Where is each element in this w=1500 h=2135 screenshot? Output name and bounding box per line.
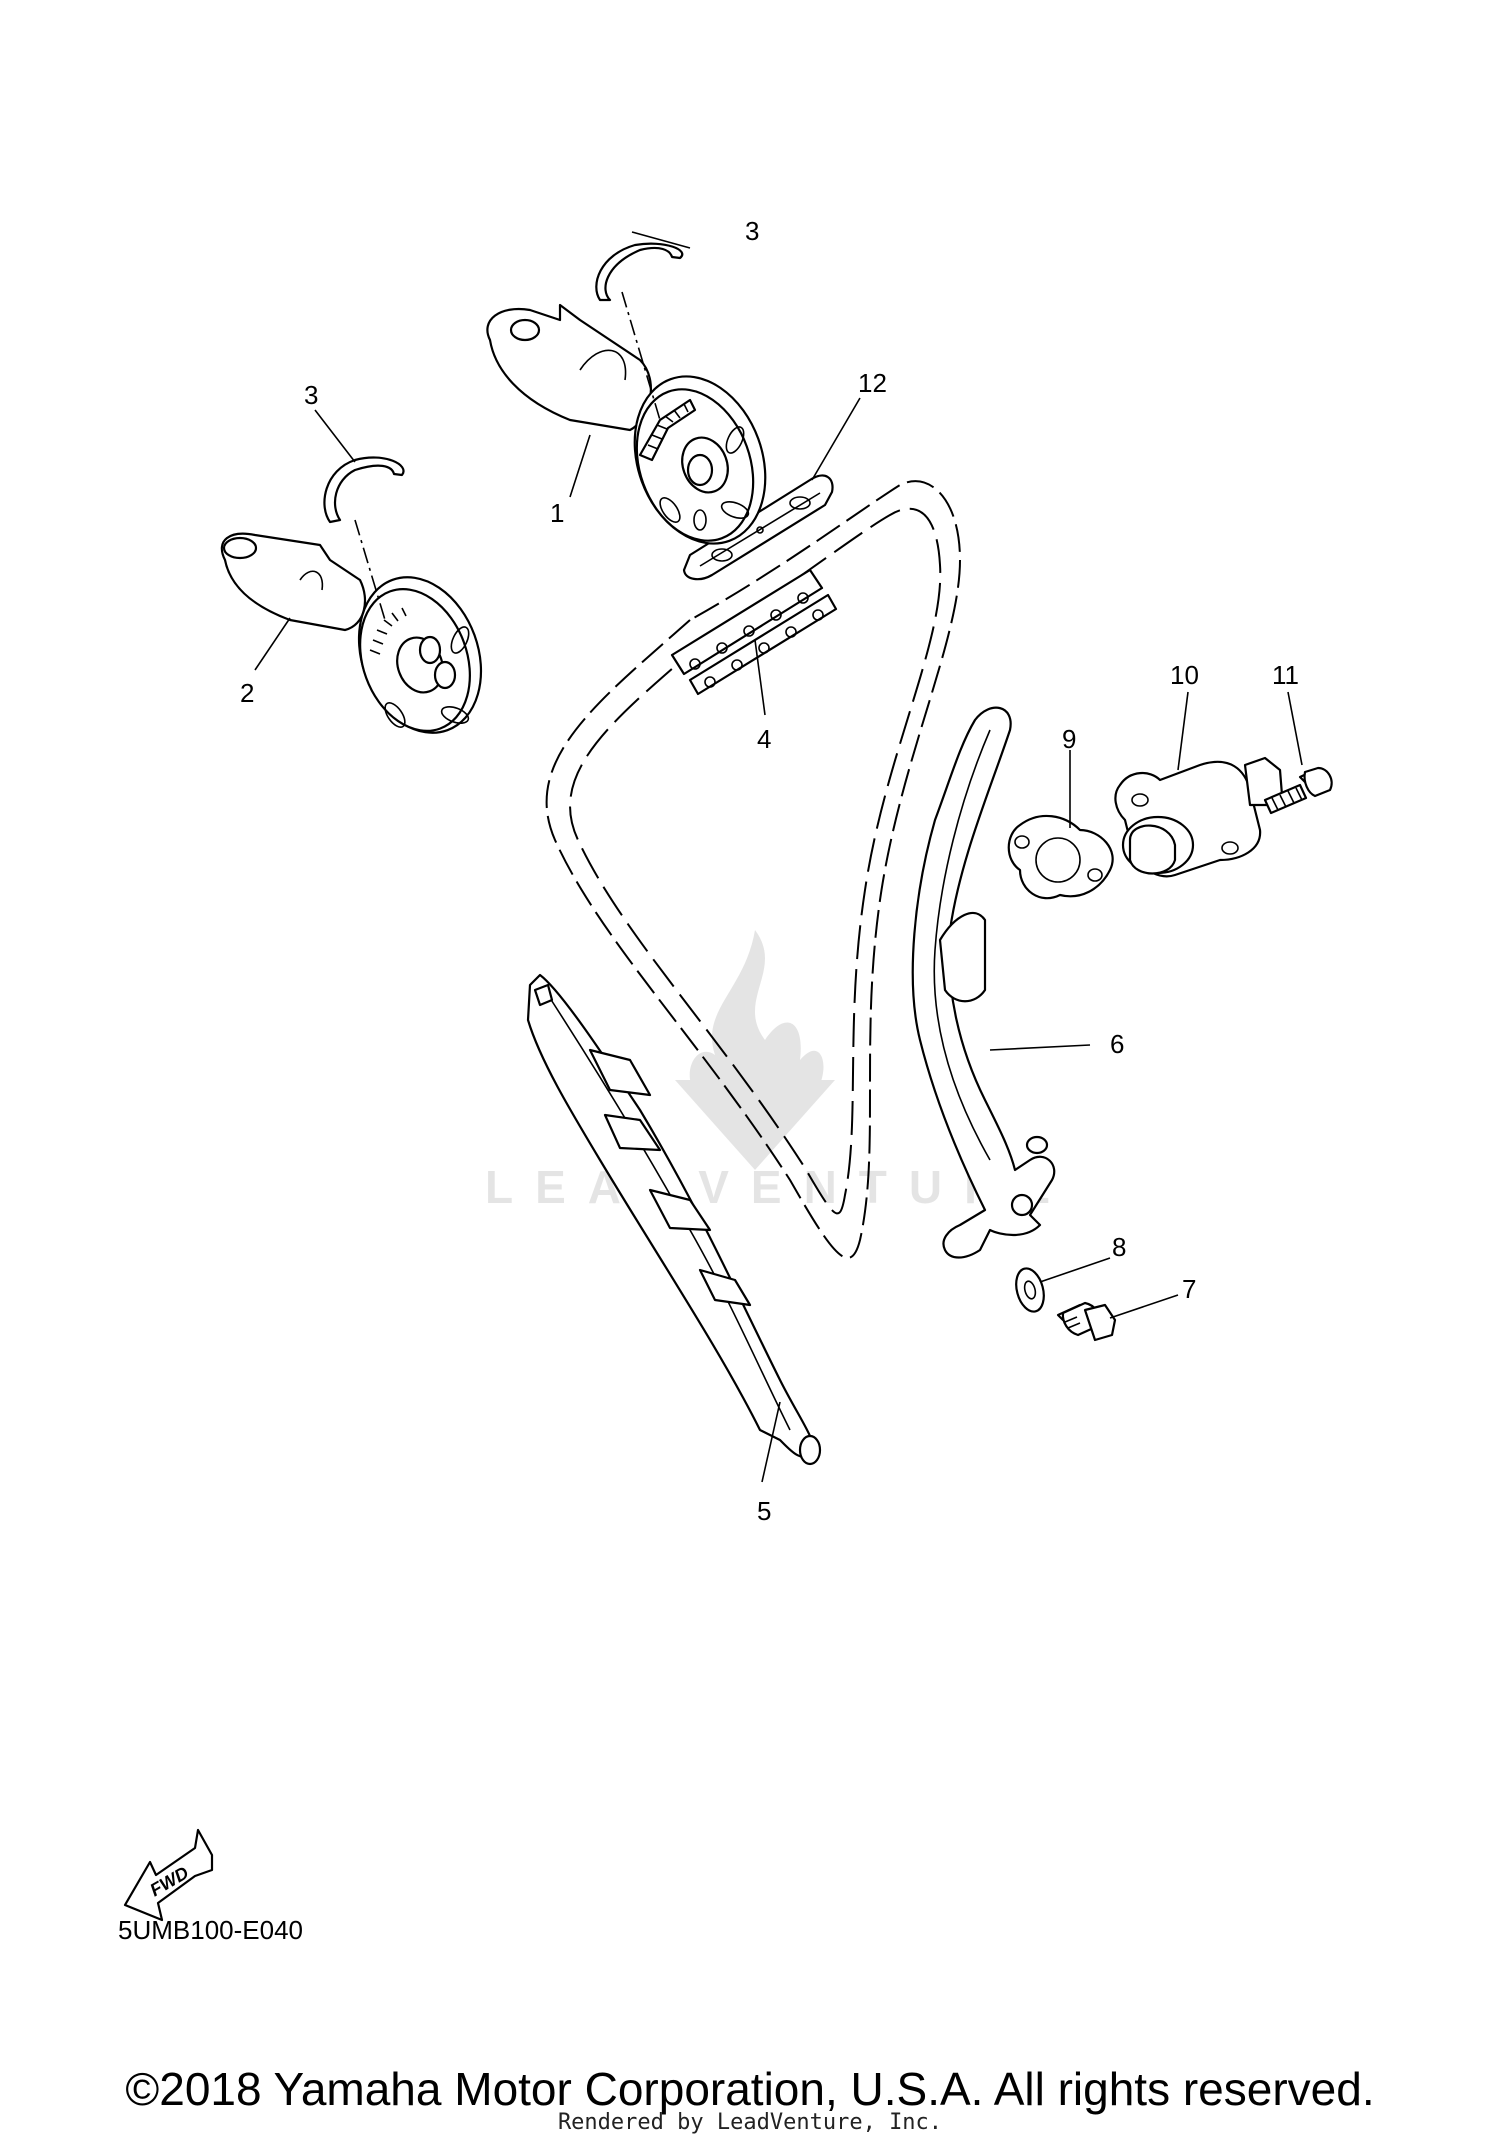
callout-10: 10	[1170, 660, 1199, 690]
circlip-3b[interactable]	[323, 456, 405, 524]
chain-guide-5[interactable]	[526, 973, 822, 1466]
fwd-arrow-icon: FWD	[123, 1828, 214, 1922]
gasket-9[interactable]	[1007, 814, 1114, 900]
cam-chain-tensioner-10[interactable]	[1114, 756, 1284, 878]
callout-11: 11	[1272, 660, 1299, 690]
leadventure-watermark: LEADVENTURE	[485, 930, 1073, 1230]
callout-1: 1	[550, 498, 564, 528]
bolt-7[interactable]	[1056, 1301, 1117, 1342]
circlip-3a[interactable]	[595, 242, 684, 302]
bolt-11[interactable]	[1263, 766, 1333, 815]
washer-8[interactable]	[1012, 1265, 1049, 1314]
chain-guide-top[interactable]	[682, 474, 834, 581]
flame-logo-icon	[675, 930, 835, 1170]
callout-6: 6	[1110, 1029, 1124, 1059]
callout-12: 12	[858, 368, 887, 398]
leader-lines	[254, 231, 1303, 1483]
watermark-text: LEADVENTURE	[485, 1161, 1073, 1213]
callout-5: 5	[757, 1496, 771, 1526]
callout-3b: 3	[304, 380, 318, 410]
callout-2: 2	[240, 678, 254, 708]
callout-4: 4	[757, 724, 771, 754]
callout-8: 8	[1112, 1232, 1126, 1262]
rendered-by-notice: Rendered by LeadVenture, Inc.	[557, 2110, 943, 2135]
camshaft-1[interactable]	[486, 303, 787, 562]
chain-guide-6[interactable]	[911, 706, 1056, 1259]
cam-chain[interactable]	[545, 480, 962, 1259]
callout-3a: 3	[745, 216, 759, 246]
callout-7: 7	[1182, 1274, 1196, 1304]
drawing-code: 5UMB100-E040	[118, 1915, 303, 1945]
chain-links	[670, 568, 838, 696]
copyright-notice: ©2018 Yamaha Motor Corporation, U.S.A. A…	[125, 2063, 1375, 2115]
camshaft-2[interactable]	[220, 532, 502, 750]
callout-9: 9	[1062, 724, 1076, 754]
callout-labels: 1 2 3 3 4 5 6 7 8 9 10 11 12	[240, 216, 1299, 1526]
